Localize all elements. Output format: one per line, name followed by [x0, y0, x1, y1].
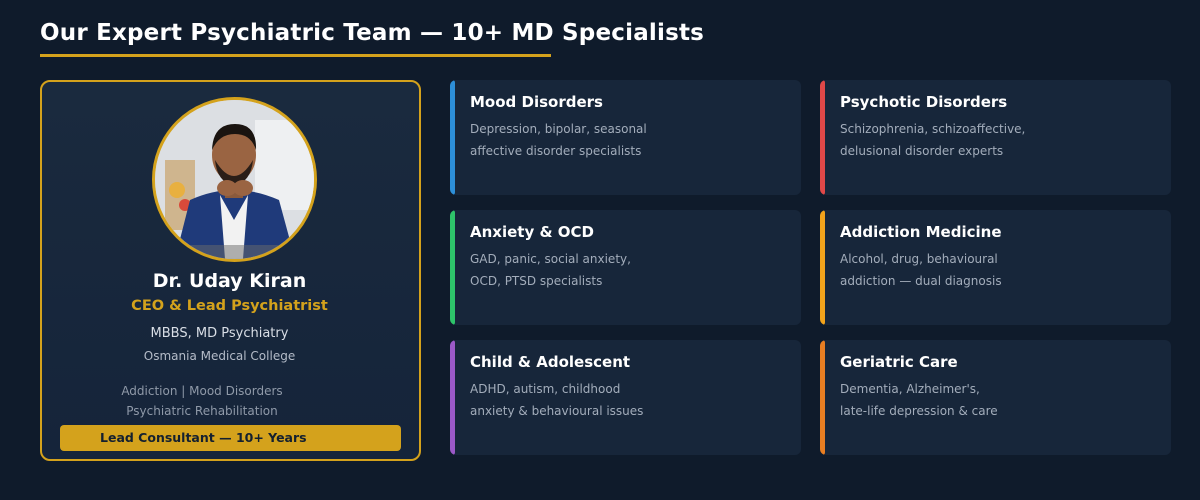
specialty-accent-bar — [450, 210, 455, 325]
specialty-title: Geriatric Care — [840, 353, 958, 371]
specialty-title: Addiction Medicine — [840, 223, 1002, 241]
specialty-title: Child & Adolescent — [470, 353, 631, 371]
title-underline — [40, 54, 551, 57]
avatar — [152, 97, 317, 262]
specialty-card-mood[interactable]: Mood Disorders Depression, bipolar, seas… — [450, 80, 801, 195]
doctor-name: Dr. Uday Kiran — [152, 270, 307, 292]
specialty-accent-bar — [450, 340, 455, 455]
specialty-description: GAD, panic, social anxiety, OCD, PTSD sp… — [470, 248, 631, 292]
specialty-description-line1: Schizophrenia, schizoaffective, — [840, 122, 1026, 136]
specialty-description-line2: late-life depression & care — [840, 404, 998, 418]
specialty-description-line1: Alcohol, drug, behavioural — [840, 252, 998, 266]
specialty-accent-bar — [820, 210, 825, 325]
specialty-accent-bar — [450, 80, 455, 195]
specialty-description: Depression, bipolar, seasonal affective … — [470, 118, 647, 162]
doctor-focus: Addiction | Mood Disorders Psychiatric R… — [42, 381, 362, 421]
specialty-title: Mood Disorders — [470, 93, 603, 111]
doctor-role: CEO & Lead Psychiatrist — [131, 298, 328, 314]
specialty-description-line2: OCD, PTSD specialists — [470, 274, 603, 288]
specialty-description: Schizophrenia, schizoaffective, delusion… — [840, 118, 1025, 162]
specialty-title: Psychotic Disorders — [840, 93, 1008, 111]
specialty-description: Dementia, Alzheimer's, late-life depress… — [840, 378, 998, 422]
specialty-description-line1: Depression, bipolar, seasonal — [470, 122, 647, 136]
page-title: Our Expert Psychiatric Team — 10+ MD Spe… — [40, 20, 705, 46]
specialty-description-line2: affective disorder specialists — [470, 144, 642, 158]
specialty-card-psychotic[interactable]: Psychotic Disorders Schizophrenia, schiz… — [820, 80, 1171, 195]
specialty-title: Anxiety & OCD — [470, 223, 594, 241]
doctor-card: Dr. Uday Kiran CEO & Lead Psychiatrist M… — [40, 80, 421, 461]
specialty-description-line1: GAD, panic, social anxiety, — [470, 252, 631, 266]
doctor-focus-line1: Addiction | Mood Disorders — [121, 384, 283, 398]
specialty-accent-bar — [820, 80, 825, 195]
doctor-college: Osmania Medical College — [143, 349, 296, 363]
doctor-photo — [155, 100, 314, 259]
specialty-description-line1: ADHD, autism, childhood — [470, 382, 621, 396]
specialty-description-line2: anxiety & behavioural issues — [470, 404, 644, 418]
specialty-description: ADHD, autism, childhood anxiety & behavi… — [470, 378, 643, 422]
specialty-description-line2: delusional disorder experts — [840, 144, 1004, 158]
specialty-card-geriatric[interactable]: Geriatric Care Dementia, Alzheimer's, la… — [820, 340, 1171, 455]
specialty-description-line2: addiction — dual diagnosis — [840, 274, 1002, 288]
specialty-card-anxiety[interactable]: Anxiety & OCD GAD, panic, social anxiety… — [450, 210, 801, 325]
specialty-description-line1: Dementia, Alzheimer's, — [840, 382, 980, 396]
specialty-card-child[interactable]: Child & Adolescent ADHD, autism, childho… — [450, 340, 801, 455]
specialty-card-addiction[interactable]: Addiction Medicine Alcohol, drug, behavi… — [820, 210, 1171, 325]
specialty-accent-bar — [820, 340, 825, 455]
doctor-degree: MBBS, MD Psychiatry — [150, 326, 289, 341]
lead-consultant-badge: Lead Consultant — 10+ Years — [60, 425, 401, 451]
specialty-description: Alcohol, drug, behavioural addiction — d… — [840, 248, 1002, 292]
doctor-focus-line2: Psychiatric Rehabilitation — [126, 404, 278, 418]
